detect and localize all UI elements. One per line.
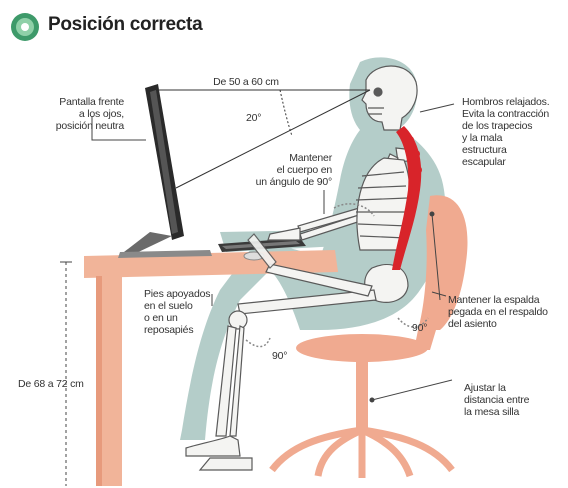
logo-icon xyxy=(11,13,39,41)
knee-angle-label: 90° xyxy=(272,350,287,362)
monitor xyxy=(118,84,212,258)
page-title: Posición correcta xyxy=(48,14,202,36)
knee-angle-arc xyxy=(246,338,270,347)
chair-distance-label: Ajustar la distancia entre la mesa silla xyxy=(464,382,560,418)
desk-height-label: De 68 a 72 cm xyxy=(18,378,98,390)
body-angle-label: Mantener el cuerpo en un ángulo de 90° xyxy=(238,152,332,188)
back-label: Mantener la espalda pegada en el respald… xyxy=(448,294,566,330)
screen-label: Pantalla frente a los ojos, posición neu… xyxy=(30,96,124,132)
distance-label: De 50 a 60 cm xyxy=(196,76,296,88)
shoulders-label: Hombros relajados. Evita la contracción … xyxy=(462,96,568,168)
view-angle-label: 20° xyxy=(246,112,261,124)
feet-label: Pies apoyados en el suelo o en un reposa… xyxy=(144,288,234,336)
hip-angle-label: 90° xyxy=(412,322,427,334)
